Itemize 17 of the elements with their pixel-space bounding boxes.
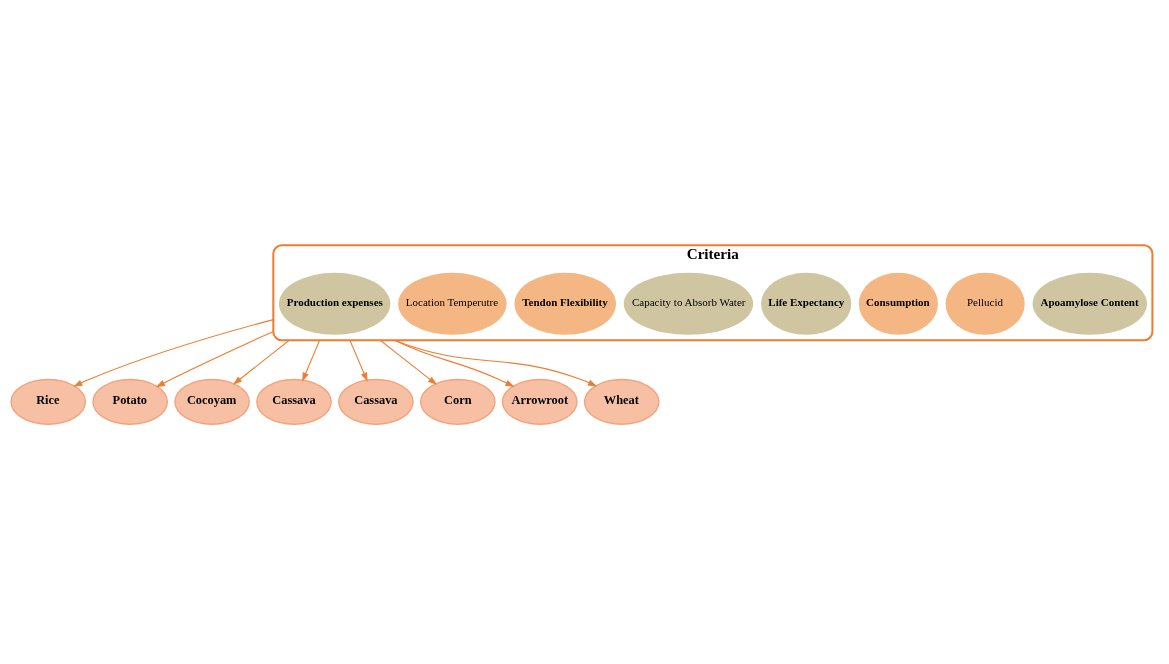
arrow	[379, 339, 438, 385]
node-ellipse: Capacity to Absorb Water	[623, 272, 754, 335]
arrow	[155, 330, 274, 388]
arrow	[302, 339, 321, 382]
node-ellipse: Cassava	[338, 378, 414, 425]
node-ellipse: Pellucid	[945, 272, 1025, 335]
arrow	[393, 339, 597, 387]
node-ellipse: Consumption	[858, 272, 938, 335]
node-ellipse: Life Expectancy	[761, 272, 852, 335]
node-ellipse: Location Temperutre	[398, 272, 507, 335]
node-ellipse: Tendon Flexibility	[514, 272, 616, 335]
node-ellipse: Cassava	[256, 378, 332, 425]
node-ellipse: Production expenses	[278, 272, 391, 335]
node-ellipse: Apoamylose Content	[1032, 272, 1147, 335]
arrow	[349, 339, 368, 382]
arrow	[73, 319, 274, 387]
arrow	[232, 339, 290, 385]
